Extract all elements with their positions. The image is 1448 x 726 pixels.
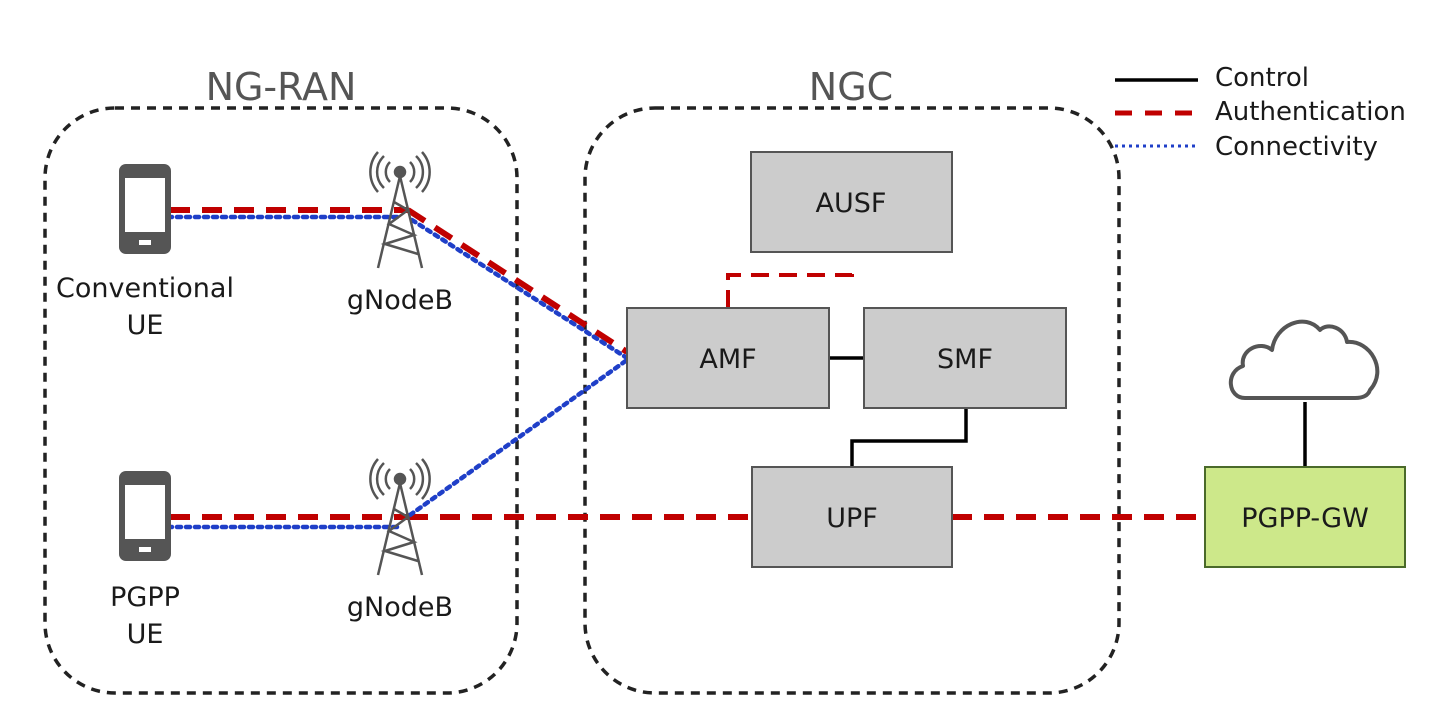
ngc-region <box>583 106 1121 695</box>
authentication-links <box>170 207 1205 520</box>
amf-label: AMF <box>699 344 756 375</box>
gnodeb-top-label: gNodeB <box>347 285 453 316</box>
legend-item-control: Control <box>1115 63 1309 93</box>
pgpp-ue-label-line2: UE <box>127 619 164 650</box>
legend-label-connectivity: Connectivity <box>1215 132 1378 162</box>
conventional-ue-label-line1: Conventional <box>56 273 234 304</box>
legend: Control Authentication Connectivity <box>1115 63 1406 162</box>
conn-link-gnodeb-amf-top <box>409 217 630 361</box>
pgpp-gw-label: PGPP-GW <box>1241 503 1369 534</box>
conn-link-gnodeb-amf-bottom <box>407 357 630 518</box>
legend-item-connectivity: Connectivity <box>1115 132 1378 162</box>
ng-ran-region <box>43 106 519 695</box>
ausf-label: AUSF <box>816 188 887 219</box>
legend-item-authentication: Authentication <box>1115 97 1406 127</box>
legend-label-authentication: Authentication <box>1215 97 1406 127</box>
pgpp-ue-phone-icon[interactable] <box>119 471 171 561</box>
gnodeb-bottom-label: gNodeB <box>347 592 453 623</box>
smf-box[interactable]: SMF <box>863 307 1067 409</box>
upf-box[interactable]: UPF <box>751 466 953 568</box>
pgpp-gw-box[interactable]: PGPP-GW <box>1204 466 1406 568</box>
conventional-ue-label-line2: UE <box>127 310 164 341</box>
auth-link-gnodeb-amf <box>406 207 629 355</box>
ng-ran-title: NG-RAN <box>206 65 357 109</box>
conventional-ue-phone-icon[interactable] <box>119 164 171 254</box>
upf-label: UPF <box>826 503 878 534</box>
pgpp-ue-label-line1: PGPP <box>110 582 180 613</box>
ausf-box[interactable]: AUSF <box>750 151 953 253</box>
cloud-icon <box>1228 319 1380 400</box>
connectivity-links <box>165 214 630 530</box>
legend-label-control: Control <box>1215 63 1309 93</box>
ngc-title: NGC <box>809 65 893 109</box>
auth-link-amf-ausf <box>726 265 854 308</box>
amf-box[interactable]: AMF <box>626 307 830 409</box>
control-link-smf-upf <box>850 408 968 467</box>
gnodeb-bottom-tower-icon[interactable] <box>369 458 431 576</box>
gnodeb-top-tower-icon[interactable] <box>369 151 431 269</box>
smf-label: SMF <box>937 344 993 375</box>
control-links <box>829 356 1307 467</box>
